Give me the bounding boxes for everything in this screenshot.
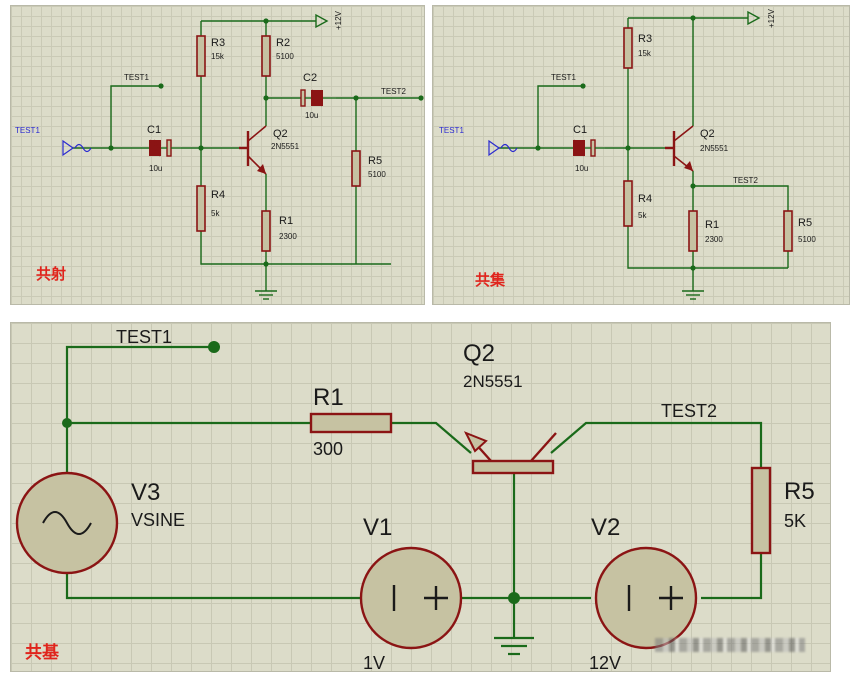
c2-capacitor — [300, 89, 306, 107]
test1-probe-label: TEST1 — [116, 327, 172, 347]
common-emitter-schematic: R3 15k R2 5100 C2 10u C1 10u Q2 2N5551 R… — [15, 10, 424, 300]
r4-resistor — [196, 185, 206, 232]
v2-label: V2 — [591, 514, 620, 541]
r5-label: R5 — [798, 217, 812, 229]
r1-label: R1 — [705, 219, 719, 231]
q2-label: Q2 — [463, 340, 495, 367]
r3-label: R3 — [638, 33, 652, 45]
common-emitter-panel: R3 15k R2 5100 C2 10u C1 10u Q2 2N5551 R… — [10, 5, 425, 305]
r1-label: R1 — [313, 384, 344, 411]
r5-value: 5100 — [798, 235, 816, 244]
v2-value: 12V — [589, 653, 621, 673]
q2-label: Q2 — [700, 128, 715, 140]
r4-label: R4 — [638, 193, 652, 205]
q2-part: 2N5551 — [271, 142, 300, 151]
q2-transistor — [471, 459, 555, 475]
r5-value: 5100 — [368, 170, 386, 179]
common-collector-panel: R3 15k C1 10u Q2 2N5551 R4 5k R1 2300 R5… — [432, 5, 850, 305]
r3-value: 15k — [638, 49, 652, 58]
v3-label: V3 — [131, 479, 160, 506]
r1-resistor — [309, 412, 393, 434]
v1-value: 1V — [363, 653, 385, 673]
common-collector-schematic: R3 15k C1 10u Q2 2N5551 R4 5k R1 2300 R5… — [439, 8, 816, 300]
test2-probe-label: TEST2 — [381, 87, 406, 96]
test1-input-label: TEST1 — [15, 126, 40, 135]
r4-value: 5k — [638, 211, 647, 220]
v1-dc-source — [359, 546, 463, 650]
c1-label: C1 — [147, 124, 161, 136]
r1-label: R1 — [279, 215, 293, 227]
r4-resistor — [623, 180, 633, 227]
r4-label: R4 — [211, 189, 225, 201]
r5-resistor — [351, 150, 361, 187]
supply-label: +12V — [334, 10, 343, 30]
r1-value: 2300 — [705, 235, 723, 244]
v2-dc-source — [594, 546, 698, 650]
test2-probe-label: TEST2 — [733, 176, 758, 185]
test1-probe-label: TEST1 — [124, 73, 149, 82]
r2-resistor — [261, 35, 271, 77]
r3-resistor — [196, 35, 206, 77]
c1-value: 10u — [149, 164, 162, 173]
r3-value: 15k — [211, 52, 225, 61]
r3-resistor — [623, 27, 633, 69]
r5-value: 5K — [784, 511, 806, 531]
r5-label: R5 — [784, 478, 815, 505]
r1-resistor — [261, 210, 271, 252]
q2-label: Q2 — [273, 128, 288, 140]
r3-label: R3 — [211, 37, 225, 49]
common-emitter-caption: 共射 — [36, 265, 67, 283]
c1-value: 10u — [575, 164, 588, 173]
q2-part: 2N5551 — [463, 372, 523, 391]
r4-value: 5k — [211, 209, 220, 218]
test1-probe-label: TEST1 — [551, 73, 576, 82]
r2-label: R2 — [276, 37, 290, 49]
c1-label: C1 — [573, 124, 587, 136]
common-collector-caption: 共集 — [475, 271, 506, 289]
r1-value: 300 — [313, 439, 343, 459]
r5-label: R5 — [368, 155, 382, 167]
r1-value: 2300 — [279, 232, 297, 241]
r1-resistor — [688, 210, 698, 252]
supply-label: +12V — [767, 8, 776, 28]
v1-label: V1 — [363, 514, 392, 541]
common-base-panel: TEST1 R1 300 Q2 2N5551 TEST2 V3 VSINE V1… — [10, 322, 831, 673]
v3-type: VSINE — [131, 510, 185, 530]
watermark — [655, 638, 805, 652]
common-base-caption: 共基 — [25, 643, 59, 663]
r5-resistor — [750, 466, 772, 555]
c2-value: 10u — [305, 111, 318, 120]
q2-part: 2N5551 — [700, 144, 729, 153]
test2-probe-label: TEST2 — [661, 401, 717, 421]
c2-label: C2 — [303, 72, 317, 84]
r5-resistor — [783, 210, 793, 252]
r2-value: 5100 — [276, 52, 294, 61]
common-base-schematic: TEST1 R1 300 Q2 2N5551 TEST2 V3 VSINE V1… — [15, 327, 815, 673]
test1-input-label: TEST1 — [439, 126, 464, 135]
